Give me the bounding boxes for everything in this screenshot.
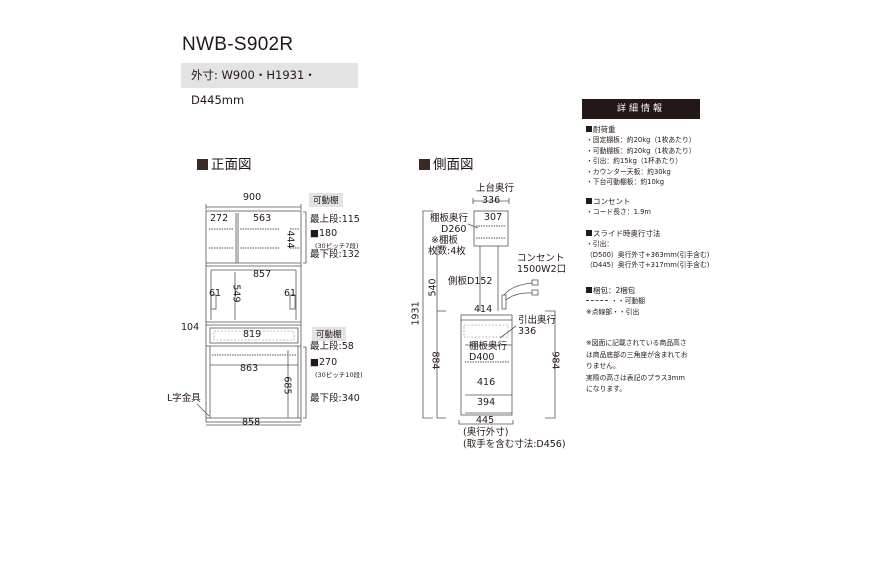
front-width-900: 900 xyxy=(243,192,262,203)
side-panel-depth: 側板D152 xyxy=(448,276,493,287)
load-item: ・下台可動棚板：約10kg xyxy=(586,178,665,187)
dashed-line-icon xyxy=(586,300,608,302)
slide-item: ・引出： xyxy=(586,240,614,249)
bracket-label: L字金具 xyxy=(167,393,201,404)
height-note: ※図面に記載されている商品高さ は商品底部の三角座が含まれてお りません。 実際… xyxy=(586,339,688,393)
front-lower-width: 863 xyxy=(240,363,259,374)
shelf-depth: D260 xyxy=(441,224,467,235)
lower-shelf-depth: D400 xyxy=(469,352,495,363)
front-middle-height: 549 xyxy=(230,284,242,303)
front-hinge-left: 61 xyxy=(209,288,222,299)
shelf-count: 枚数:4枚 xyxy=(428,246,466,257)
slide-section: スライド時奥行寸法 ・引出： （D500）奥行外寸+363mm(引手含む) （D… xyxy=(586,229,710,270)
load-item: ・固定棚板：約20kg（1枚あたり） xyxy=(586,136,696,145)
drawer-depth-label: 引出奥行 xyxy=(518,315,557,326)
drawer-depth: 336 xyxy=(518,326,537,337)
top-inner-depth: 307 xyxy=(484,212,503,223)
slide-item: （D445）奥行外寸+317mm(引手含む) xyxy=(586,261,710,270)
load-section: 耐荷重 ・固定棚板：約20kg（1枚あたり） ・可動棚板：約20kg（1枚あたり… xyxy=(586,125,696,187)
height-upper: 540 xyxy=(427,278,439,297)
height-lower: 884 xyxy=(429,351,441,370)
top-depth: 336 xyxy=(482,195,501,206)
depth-total-note: (奥行外寸) xyxy=(463,427,509,438)
square-bullet-icon xyxy=(419,159,430,170)
height-total: 1931 xyxy=(410,301,422,326)
upper-top-shelf: 最上段:115 xyxy=(310,214,360,225)
lower-movable-shelf-tag: 可動棚 xyxy=(312,327,346,341)
height-counter: 984 xyxy=(549,351,561,370)
inner-394: 394 xyxy=(477,397,496,408)
lower-pitch-note: (30ピッチ10段) xyxy=(315,371,363,379)
handle-note: (取手を含む寸法:D456) xyxy=(463,439,566,450)
shelf-note: ※棚板 xyxy=(431,235,458,246)
outlet-section: コンセント ・コード長さ：1.9m xyxy=(586,197,652,217)
front-drawer-width: 819 xyxy=(243,329,262,340)
front-middle-width: 857 xyxy=(253,269,272,280)
depth-total: 445 xyxy=(476,415,495,426)
counter-depth: 414 xyxy=(474,304,493,315)
lower-bottom-shelf: 最下段:340 xyxy=(310,393,360,404)
front-drawer-offset: 104 xyxy=(181,322,200,333)
details-header: 詳細情報 xyxy=(582,99,700,119)
front-lower-height: 685 xyxy=(281,376,293,395)
upper-pitch-note: (30ピッチ7段) xyxy=(315,242,359,250)
product-model-title: NWB-S902R xyxy=(182,34,294,55)
square-bullet-icon xyxy=(586,198,592,204)
square-bullet-icon xyxy=(586,230,592,236)
package-section: 梱包：2梱包 ・・可動棚 ※点線部・・引出 xyxy=(586,286,645,316)
outlet-spec: 1500W2口 xyxy=(517,264,567,275)
front-upper-left-width: 272 xyxy=(210,213,229,224)
inner-416: 416 xyxy=(477,377,496,388)
front-upper-height: 444 xyxy=(284,230,296,249)
dimensions-badge: 外寸: W900・H1931・D445mm xyxy=(181,63,358,107)
front-hinge-right: 61 xyxy=(284,288,297,299)
top-depth-label: 上台奥行 xyxy=(476,183,515,194)
upper-bottom-shelf: 最下段:132 xyxy=(310,249,360,260)
outlet-label: コンセント xyxy=(517,253,565,264)
load-item: ・カウンター天板：約30kg xyxy=(586,167,671,176)
legend-dotted: ※点線部・・引出 xyxy=(586,307,640,316)
square-bullet-icon xyxy=(586,126,592,132)
upper-movable-shelf-tag: 可動棚 xyxy=(309,193,343,207)
lower-pitch: ■270 xyxy=(310,357,338,368)
load-item: ・可動棚板：約20kg（1枚あたり） xyxy=(586,146,696,155)
shelf-depth-label: 棚板奥行 xyxy=(430,213,469,224)
side-view-heading: 側面図 xyxy=(419,153,474,173)
upper-pitch: ■180 xyxy=(310,228,338,239)
front-upper-right-width: 563 xyxy=(253,213,272,224)
square-bullet-icon xyxy=(197,159,208,170)
front-cabinet-outline xyxy=(205,210,302,423)
slide-item: （D500）奥行外寸+363mm(引手含む) xyxy=(586,250,710,259)
front-view-heading: 正面図 xyxy=(197,153,252,173)
lower-shelf-depth-label: 棚板奥行 xyxy=(469,341,508,352)
lower-top-shelf: 最上段:58 xyxy=(310,341,354,352)
front-base-width: 858 xyxy=(242,417,261,428)
legend-movable: ・・可動棚 xyxy=(586,296,645,306)
square-bullet-icon xyxy=(586,287,592,293)
outlet-item: ・コード長さ：1.9m xyxy=(586,208,652,217)
load-item: ・引出：約15kg（1杯あたり） xyxy=(586,157,682,166)
